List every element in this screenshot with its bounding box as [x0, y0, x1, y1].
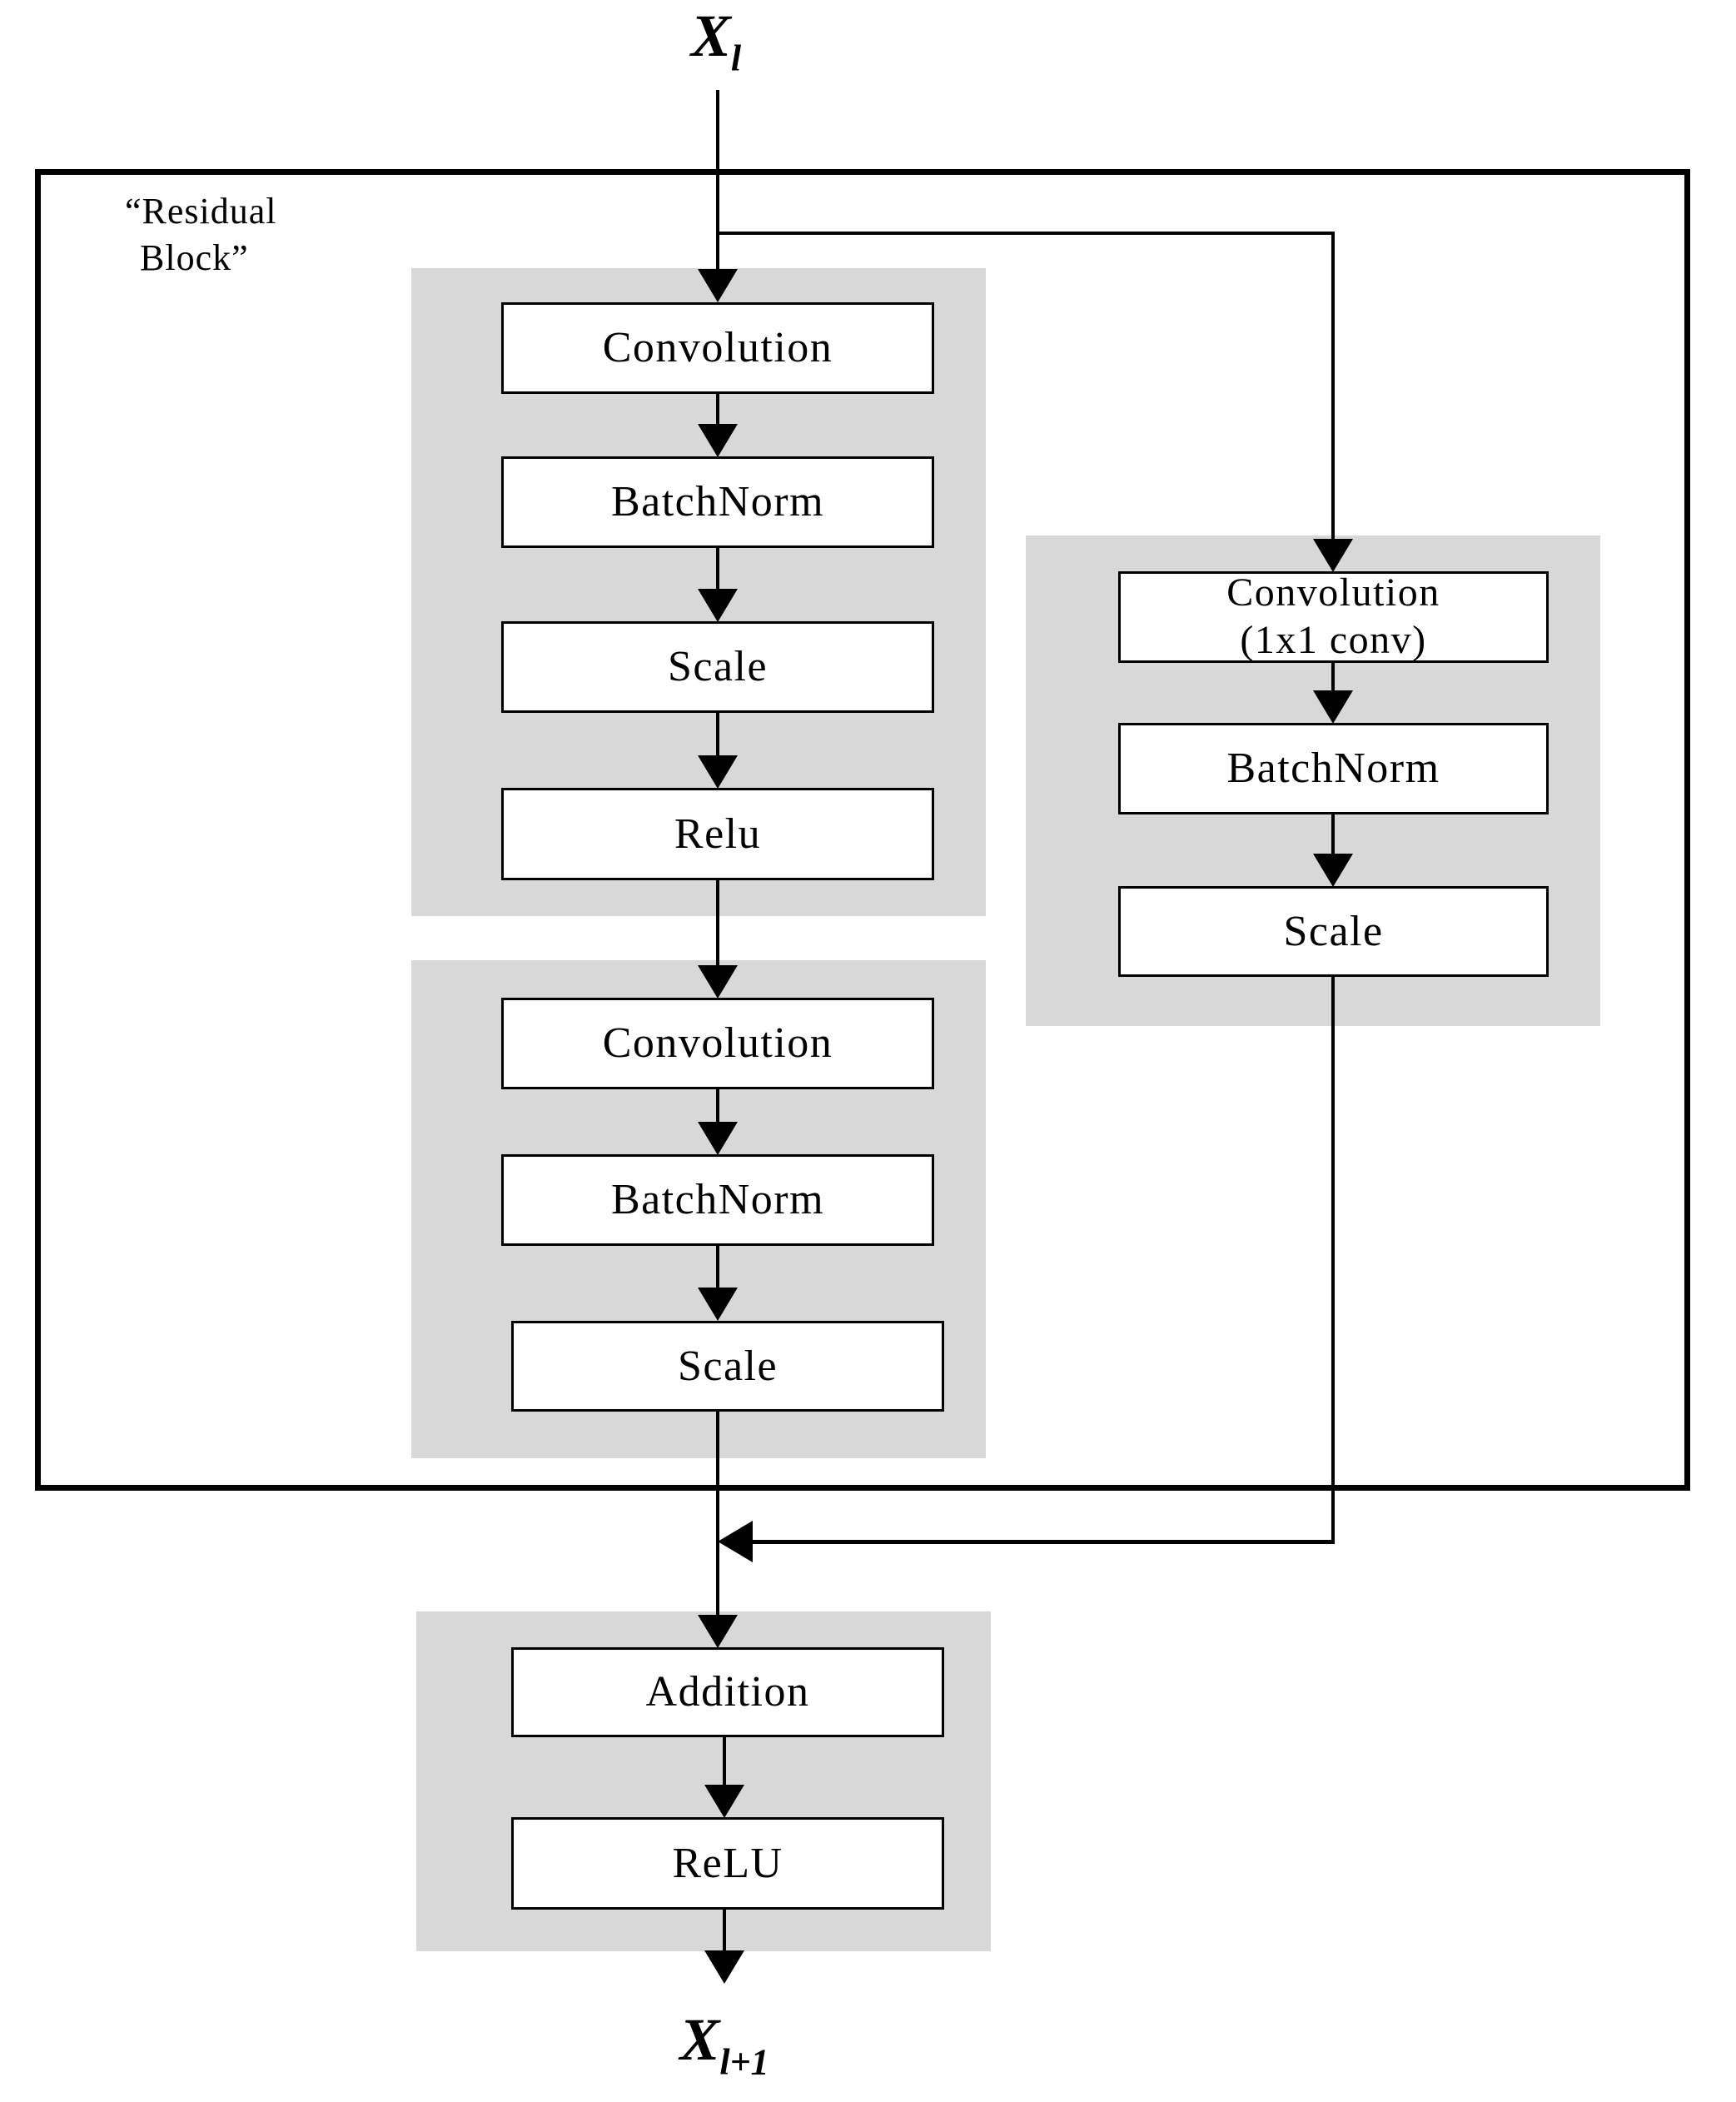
block-shortcut-convolution-label-line2: (1x1 conv) [1240, 618, 1427, 662]
block-batchnorm-2: BatchNorm [501, 1154, 934, 1246]
block-convolution-2-label: Convolution [602, 1019, 833, 1068]
arrowhead-bn1-icon [698, 424, 738, 457]
input-line [716, 90, 719, 275]
block-batchnorm-2-label: BatchNorm [610, 1176, 825, 1224]
block-shortcut-convolution: Convolution (1x1 conv) [1118, 570, 1549, 663]
line-conv2-bn2 [716, 1089, 719, 1123]
arrowhead-output-icon [704, 1950, 744, 1984]
arrowhead-scale1-icon [698, 589, 738, 622]
arrowhead-merge-left-icon [718, 1521, 753, 1562]
line-addition-relu [723, 1737, 726, 1786]
arrowhead-conv2-icon [698, 965, 738, 999]
line-bn1-scale1 [716, 548, 719, 590]
block-relu-output: ReLU [511, 1817, 944, 1910]
block-relu-1-label: Relu [674, 809, 762, 858]
residual-block-label-line2: Block” [140, 237, 249, 278]
merge-horizontal-line [753, 1540, 1335, 1544]
block-relu-1: Relu [501, 788, 934, 880]
block-shortcut-scale: Scale [1118, 886, 1549, 977]
line-bn2-scale2 [716, 1246, 719, 1288]
block-addition-label: Addition [645, 1668, 810, 1716]
line-scconv-scbn [1331, 663, 1335, 691]
shortcut-branch-vertical-line [1331, 232, 1335, 540]
arrowhead-addition-icon [698, 1615, 738, 1648]
block-shortcut-scale-label: Scale [1283, 907, 1384, 955]
block-batchnorm-1-label: BatchNorm [610, 478, 825, 526]
block-scale-2: Scale [511, 1321, 944, 1412]
block-scale-1-label: Scale [667, 643, 769, 691]
shortcut-descent-line [1331, 977, 1335, 1544]
block-addition: Addition [511, 1647, 944, 1737]
arrowhead-scbn-icon [1313, 690, 1353, 724]
block-convolution-2: Convolution [501, 998, 934, 1089]
shortcut-branch-horizontal-line [716, 232, 1335, 235]
line-scbn-scscale [1331, 814, 1335, 854]
output-label: Xl+1 [591, 2005, 858, 2080]
block-scale-2-label: Scale [677, 1342, 778, 1390]
residual-block-label: “Residual Block” [125, 188, 277, 281]
arrowhead-scale2-icon [698, 1288, 738, 1321]
block-convolution-1: Convolution [501, 302, 934, 394]
residual-block-label-line1: “Residual [125, 191, 277, 232]
output-label-subscript: l+1 [719, 2041, 769, 2083]
line-conv1-bn1 [716, 394, 719, 425]
arrowhead-relu1-icon [698, 755, 738, 789]
arrowhead-input-icon [698, 269, 738, 302]
arrowhead-relu-output-icon [704, 1785, 744, 1818]
block-shortcut-convolution-label-line1: Convolution [1226, 570, 1440, 615]
residual-block-boundary [35, 169, 1690, 1491]
arrowhead-bn2-icon [698, 1122, 738, 1155]
block-relu-output-label: ReLU [672, 1839, 783, 1887]
line-relu1-conv2 [716, 880, 719, 965]
block-batchnorm-1: BatchNorm [501, 456, 934, 548]
main-descent-line [716, 1412, 719, 1615]
block-shortcut-batchnorm-label: BatchNorm [1226, 745, 1440, 793]
block-convolution-1-label: Convolution [602, 324, 833, 372]
input-label-base: X [690, 2, 731, 69]
block-scale-1: Scale [501, 621, 934, 713]
input-label: Xl [608, 2, 824, 77]
output-line [723, 1910, 726, 1951]
arrowhead-scscale-icon [1313, 854, 1353, 887]
block-shortcut-batchnorm: BatchNorm [1118, 723, 1549, 814]
output-label-base: X [679, 2006, 720, 2073]
input-label-subscript: l [730, 37, 742, 79]
line-scale1-relu1 [716, 713, 719, 756]
arrowhead-shortcut-conv-icon [1313, 539, 1353, 572]
